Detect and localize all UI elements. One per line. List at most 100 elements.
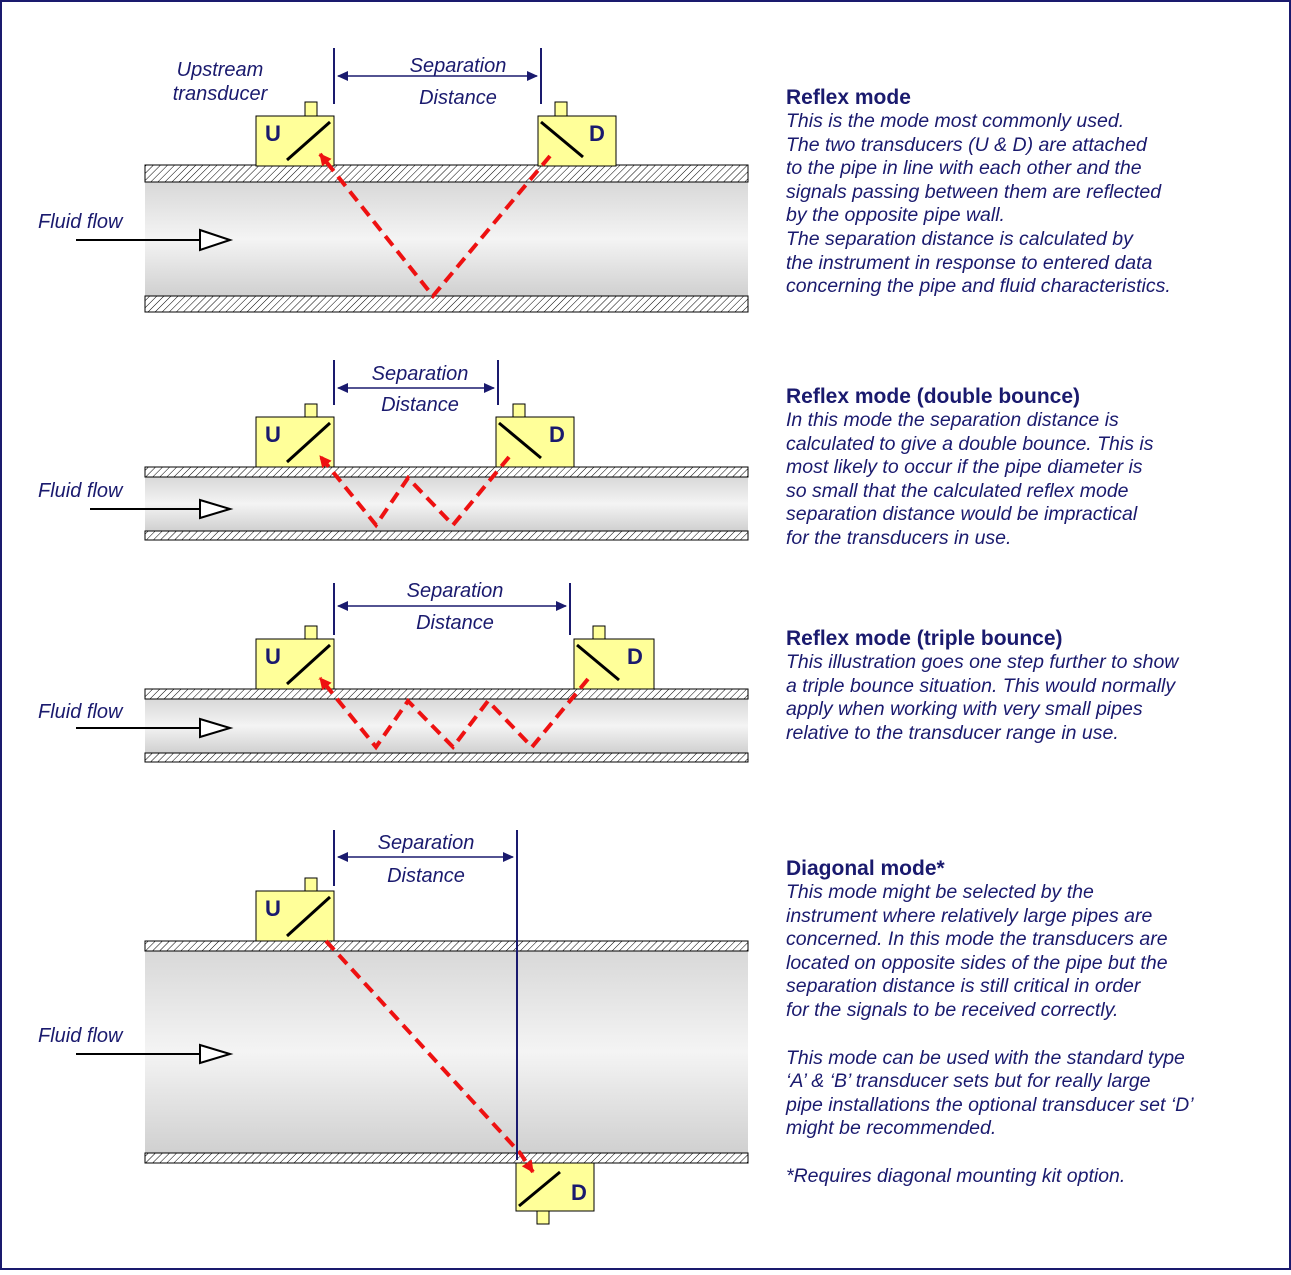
body-line: most likely to occur if the pipe diamete… bbox=[786, 456, 1143, 479]
connector-icon bbox=[304, 877, 318, 892]
distance-text: Distance bbox=[419, 87, 497, 109]
body-line: apply when working with very small pipes bbox=[786, 698, 1143, 721]
crystal-icon bbox=[498, 421, 542, 460]
body-line: relative to the transducer range in use. bbox=[786, 721, 1119, 744]
pipe-wall-bottom bbox=[144, 530, 749, 541]
connector-icon bbox=[304, 403, 318, 418]
upstream-label-line2: transducer bbox=[172, 83, 268, 105]
body-line: The separation distance is calculated by bbox=[786, 227, 1133, 250]
section-title: Reflex mode bbox=[786, 86, 911, 109]
fluid-flow-label-4: Fluid flow bbox=[38, 1025, 123, 1047]
body-line: ‘A’ & ‘B’ transducer sets but for really… bbox=[786, 1070, 1151, 1093]
transducer-u-label: U bbox=[265, 121, 281, 146]
separation-text: Separation bbox=[377, 832, 475, 854]
body-line: The two transducers (U & D) are attached bbox=[786, 133, 1147, 156]
body-line: pipe installations the optional transduc… bbox=[786, 1093, 1194, 1116]
crystal-icon bbox=[540, 120, 584, 159]
transducer-u-label: U bbox=[265, 644, 281, 669]
signal-path bbox=[318, 676, 590, 751]
body-line: This is the mode most commonly used. bbox=[786, 110, 1125, 132]
crystal-icon bbox=[576, 643, 620, 682]
connector-icon bbox=[536, 1210, 550, 1225]
diagonal-mode-diagram: U D bbox=[76, 830, 749, 1225]
section-reflex-mode: Reflex mode This is the mode most common… bbox=[786, 86, 1286, 299]
body-line: In this mode the separation distance is bbox=[786, 409, 1119, 431]
distance-text: Distance bbox=[416, 612, 494, 634]
separation-distance-label-3: Separation Distance bbox=[365, 575, 545, 639]
double-bounce-diagram: U D bbox=[90, 360, 749, 541]
crystal-icon bbox=[285, 895, 332, 938]
transducer-d-label: D bbox=[549, 422, 565, 447]
upstream-label-line1: Upstream bbox=[176, 59, 264, 81]
body-line: instrument where relatively large pipes … bbox=[786, 904, 1153, 927]
transducer-u-label: U bbox=[265, 422, 281, 447]
connector-icon bbox=[304, 625, 318, 640]
section-body: This mode might be selected by the instr… bbox=[786, 881, 1286, 1023]
body-line: might be recommended. bbox=[786, 1117, 997, 1140]
transducer-d-label: D bbox=[571, 1180, 587, 1205]
connector-icon bbox=[512, 403, 526, 418]
section-double-bounce: Reflex mode (double bounce) In this mode… bbox=[786, 385, 1286, 551]
section-diagonal-mode: Diagonal mode* This mode might be select… bbox=[786, 857, 1286, 1189]
flow-arrowhead-icon bbox=[199, 717, 234, 739]
flow-arrowhead-icon bbox=[199, 498, 234, 520]
connector-icon bbox=[554, 101, 568, 117]
transducer-d-label: D bbox=[627, 644, 643, 669]
pipe-wall-top bbox=[144, 688, 749, 700]
pipe-fluid bbox=[145, 951, 748, 1153]
signal-path bbox=[324, 939, 535, 1174]
footnote: *Requires diagonal mounting kit option. bbox=[786, 1164, 1126, 1187]
body-line: concerned. In this mode the transducers … bbox=[786, 928, 1168, 951]
section-body: In this mode the separation distance is … bbox=[786, 409, 1286, 551]
separation-text: Separation bbox=[371, 363, 469, 385]
pipe-wall-top bbox=[144, 466, 749, 478]
body-line: for the transducers in use. bbox=[786, 526, 1012, 549]
crystal-icon bbox=[285, 643, 332, 686]
fluid-flow-label-2: Fluid flow bbox=[38, 480, 123, 502]
section-title: Diagonal mode* bbox=[786, 857, 945, 880]
transducer-d-label: D bbox=[589, 121, 605, 146]
signal-path bbox=[318, 454, 511, 529]
section-body: This illustration goes one step further … bbox=[786, 651, 1286, 745]
section-body: This is the mode most commonly used. The… bbox=[786, 110, 1286, 299]
separation-text: Separation bbox=[406, 580, 504, 602]
distance-text: Distance bbox=[387, 865, 465, 887]
section-title: Reflex mode (triple bounce) bbox=[786, 627, 1063, 650]
body-line: This illustration goes one step further … bbox=[786, 651, 1179, 673]
body-line: separation distance is still critical in… bbox=[786, 975, 1141, 998]
pipe-wall-top bbox=[144, 940, 749, 952]
separation-distance-label-4: Separation Distance bbox=[336, 827, 516, 893]
body-line: concerning the pipe and fluid characteri… bbox=[786, 275, 1171, 298]
body-line: the instrument in response to entered da… bbox=[786, 251, 1153, 274]
transducer-u bbox=[255, 890, 335, 942]
body-line: signals passing between them are reflect… bbox=[786, 180, 1162, 203]
body-line: This mode can be used with the standard … bbox=[786, 1046, 1185, 1069]
connector-icon bbox=[304, 101, 318, 117]
separation-text: Separation bbox=[409, 55, 507, 77]
section-body-2: This mode can be used with the standard … bbox=[786, 1047, 1286, 1141]
section-triple-bounce: Reflex mode (triple bounce) This illustr… bbox=[786, 627, 1286, 745]
pipe-wall-bottom bbox=[144, 1152, 749, 1164]
reflex-mode-diagram: U D bbox=[76, 48, 749, 313]
upstream-transducer-label: Upstream transducer bbox=[150, 58, 290, 106]
pipe-wall-top bbox=[144, 164, 749, 183]
body-line: separation distance would be impractical bbox=[786, 503, 1138, 526]
transducer-u-label: U bbox=[265, 896, 281, 921]
fluid-flow-label-3: Fluid flow bbox=[38, 701, 123, 723]
flow-arrowhead-icon bbox=[199, 1043, 234, 1065]
body-line: This mode might be selected by the bbox=[786, 881, 1094, 903]
body-line: by the opposite pipe wall. bbox=[786, 204, 1005, 227]
connector-icon bbox=[592, 625, 606, 640]
body-line: located on opposite sides of the pipe bu… bbox=[786, 951, 1168, 974]
section-title: Reflex mode (double bounce) bbox=[786, 385, 1081, 408]
fluid-flow-label-1: Fluid flow bbox=[38, 211, 123, 233]
crystal-icon bbox=[518, 1170, 561, 1208]
triple-bounce-diagram: U D bbox=[76, 583, 749, 763]
crystal-icon bbox=[286, 120, 331, 162]
pipe-wall-bottom bbox=[144, 752, 749, 763]
flow-arrowhead-icon bbox=[199, 228, 234, 252]
separation-distance-label-1: Separation Distance bbox=[368, 50, 548, 114]
